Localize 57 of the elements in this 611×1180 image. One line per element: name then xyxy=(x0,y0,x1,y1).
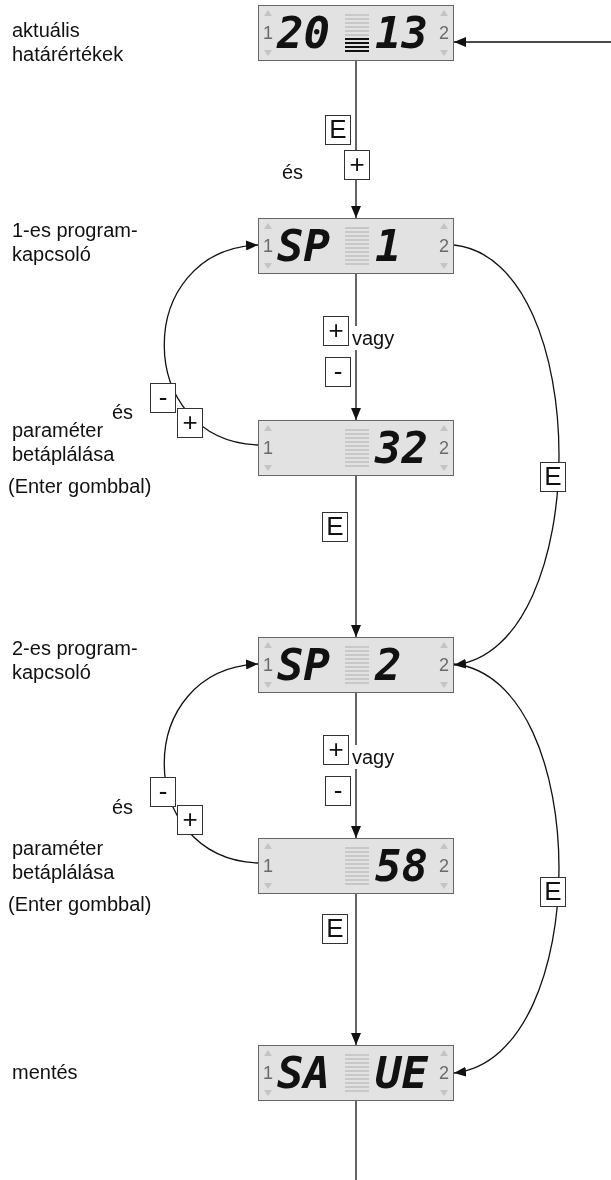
key-label: - xyxy=(325,357,351,387)
display-digits: SP xyxy=(277,641,331,689)
indicator-digit: 1 xyxy=(263,237,273,255)
indicator-digit: 2 xyxy=(439,1064,449,1082)
key-label: + xyxy=(177,805,203,835)
indicator-digit: 2 xyxy=(439,656,449,674)
key-label: - xyxy=(325,776,351,806)
key-label: E xyxy=(540,462,566,492)
display-caption: paraméter betáplálása xyxy=(12,836,116,884)
lcd-display xyxy=(258,637,454,693)
key-label: E xyxy=(322,512,348,542)
indicator-digit: 2 xyxy=(439,857,449,875)
lcd-display xyxy=(258,838,454,894)
arrow xyxy=(453,663,560,1074)
display-caption: mentés xyxy=(12,1060,78,1084)
lcd-display xyxy=(258,1045,454,1101)
display-digits: 13 xyxy=(375,9,429,57)
lcd-display xyxy=(258,218,454,274)
display-caption: 1-es program-kapcsoló xyxy=(12,218,139,266)
key-label: E xyxy=(540,877,566,907)
indicator-digit: 1 xyxy=(263,1064,273,1082)
arrow xyxy=(351,893,361,1046)
key-label: + xyxy=(323,316,349,346)
lcd-display xyxy=(258,5,454,61)
display-digits: SP xyxy=(277,222,331,270)
display-digits: UE xyxy=(375,1049,430,1097)
lcd-display xyxy=(258,420,454,476)
key-label: + xyxy=(177,408,203,438)
indicator-digit: 1 xyxy=(263,439,273,457)
indicator-digit: 2 xyxy=(439,24,449,42)
indicator-digit: 2 xyxy=(439,237,449,255)
arrow xyxy=(453,37,611,47)
display-digits: 20 xyxy=(277,9,331,57)
display-caption: (Enter gombbal) xyxy=(8,474,152,498)
indicator-digit: 2 xyxy=(439,439,449,457)
key-label: + xyxy=(344,150,370,180)
display-digits: 32 xyxy=(375,424,429,472)
indicator-digit: 1 xyxy=(263,24,273,42)
connector-word: vagy xyxy=(352,745,395,769)
connector-word: vagy xyxy=(352,326,395,350)
arrow xyxy=(351,475,361,638)
display-digits: 58 xyxy=(375,842,429,890)
display-digits: SA xyxy=(277,1049,331,1097)
display-digits: 2 xyxy=(375,641,403,689)
indicator-digit: 1 xyxy=(263,656,273,674)
display-digits: 1 xyxy=(375,222,403,270)
key-label: - xyxy=(150,383,176,413)
display-caption: 2-es program-kapcsoló xyxy=(12,636,139,684)
arrow xyxy=(453,244,560,666)
display-caption: aktuális határértékek xyxy=(12,18,125,66)
key-label: - xyxy=(150,777,176,807)
key-label: E xyxy=(325,115,351,145)
arrow xyxy=(163,242,259,446)
display-caption: (Enter gombbal) xyxy=(8,892,152,916)
key-label: + xyxy=(323,735,349,765)
key-label: E xyxy=(322,914,348,944)
indicator-digit: 1 xyxy=(263,857,273,875)
